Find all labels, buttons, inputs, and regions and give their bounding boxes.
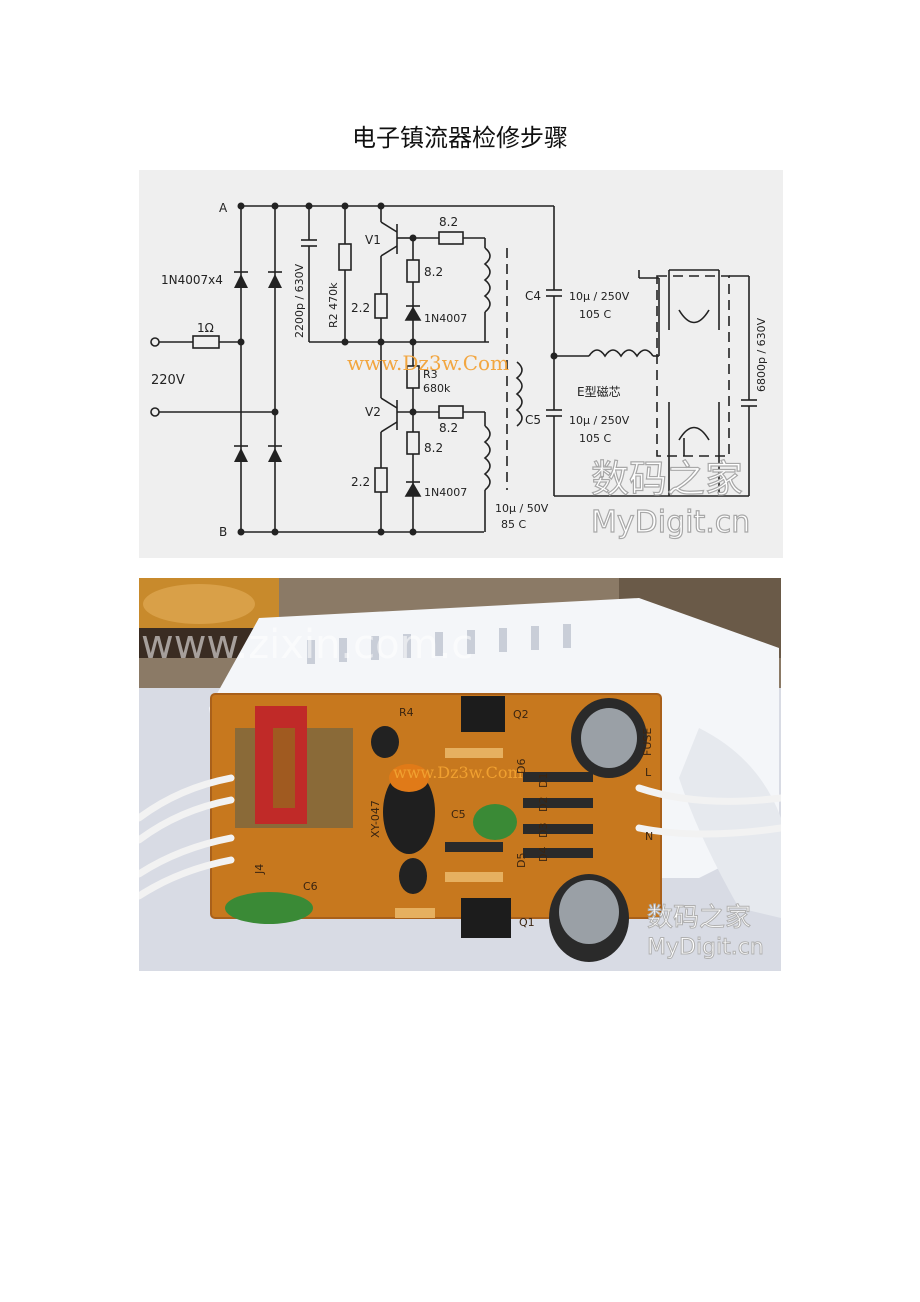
d1-label: D1 [537,773,550,788]
photo-en-watermark: MyDigit.cn [647,935,764,960]
d5-label: D5 [515,853,528,868]
c1-label: 2200p / 630V [293,263,306,338]
circuit-schematic: A B 1N4007x4 1Ω 220V 2200p / 630V R2 470… [139,170,783,558]
c4-label: C4 [525,289,541,303]
v2-label: V2 [365,405,381,419]
small-cap-value-label: 10μ / 50V [495,502,549,515]
d6-label: D6 [515,759,528,774]
lamp-cap-label: 6800p / 630V [755,317,768,392]
r4-label: R4 [399,706,414,719]
core-label: E型磁芯 [577,384,621,399]
l-label: L [645,766,652,779]
circuit-board-photo: www.zixin.com.c www.Dz3w.Com XY-047 R4 Q… [139,578,781,971]
node-a-label: A [219,201,228,215]
document-title: 电子镇流器检修步骤 [352,124,568,152]
diodes-label: 1N4007x4 [161,273,223,287]
c6-label: C6 [303,880,318,893]
d-1n4007-b-label: 1N4007 [424,486,467,499]
d4-label: D4 [537,847,550,862]
v1-label: V1 [365,233,381,247]
r-22-b-label: 2.2 [351,475,370,489]
d3-label: D3 [537,823,550,838]
r-82-a-label: 8.2 [439,215,458,229]
cn-watermark: 数码之家 [591,457,743,501]
photo-site-watermark: www.Dz3w.Com [393,763,523,782]
c5-value-label: 10μ / 250V [569,414,630,427]
r-22-a-label: 2.2 [351,301,370,315]
c5-temp-label: 105 C [579,432,611,445]
photo-cn-watermark: 数码之家 [647,903,751,933]
r-82-d-label: 8.2 [424,441,443,455]
j4-label: J4 [253,864,266,875]
board-model-label: XY-047 [369,800,382,838]
q2-label: Q2 [513,708,529,721]
fuse-resistor-label: 1Ω [197,321,214,335]
r3-label: R3 [423,368,438,381]
node-b-label: B [219,525,227,539]
q1-label: Q1 [519,916,535,929]
r-82-b-label: 8.2 [424,265,443,279]
schematic-drawing: A B 1N4007x4 1Ω 220V 2200p / 630V R2 470… [150,201,768,541]
c5-label: C5 [525,413,541,427]
c5-label: C5 [451,808,466,821]
r3-value-label: 680k [423,382,451,395]
d2-label: D2 [537,797,550,812]
r2-label: R2 470k [327,282,340,328]
c4-temp-label: 105 C [579,308,611,321]
fuse-label: FUSE [641,728,654,756]
input-voltage-label: 220V [151,373,185,388]
n-label: N [645,830,653,843]
photo-drawing: www.zixin.com.c www.Dz3w.Com XY-047 R4 Q… [139,578,781,971]
c4-value-label: 10μ / 250V [569,290,630,303]
r-82-c-label: 8.2 [439,421,458,435]
d-1n4007-a-label: 1N4007 [424,312,467,325]
site-watermark: www.Dz3w.Com [347,351,509,375]
top-watermark: www.zixin.com.c [141,622,473,668]
small-cap-temp-label: 85 C [501,518,526,531]
en-watermark: MyDigit.cn [591,505,750,540]
